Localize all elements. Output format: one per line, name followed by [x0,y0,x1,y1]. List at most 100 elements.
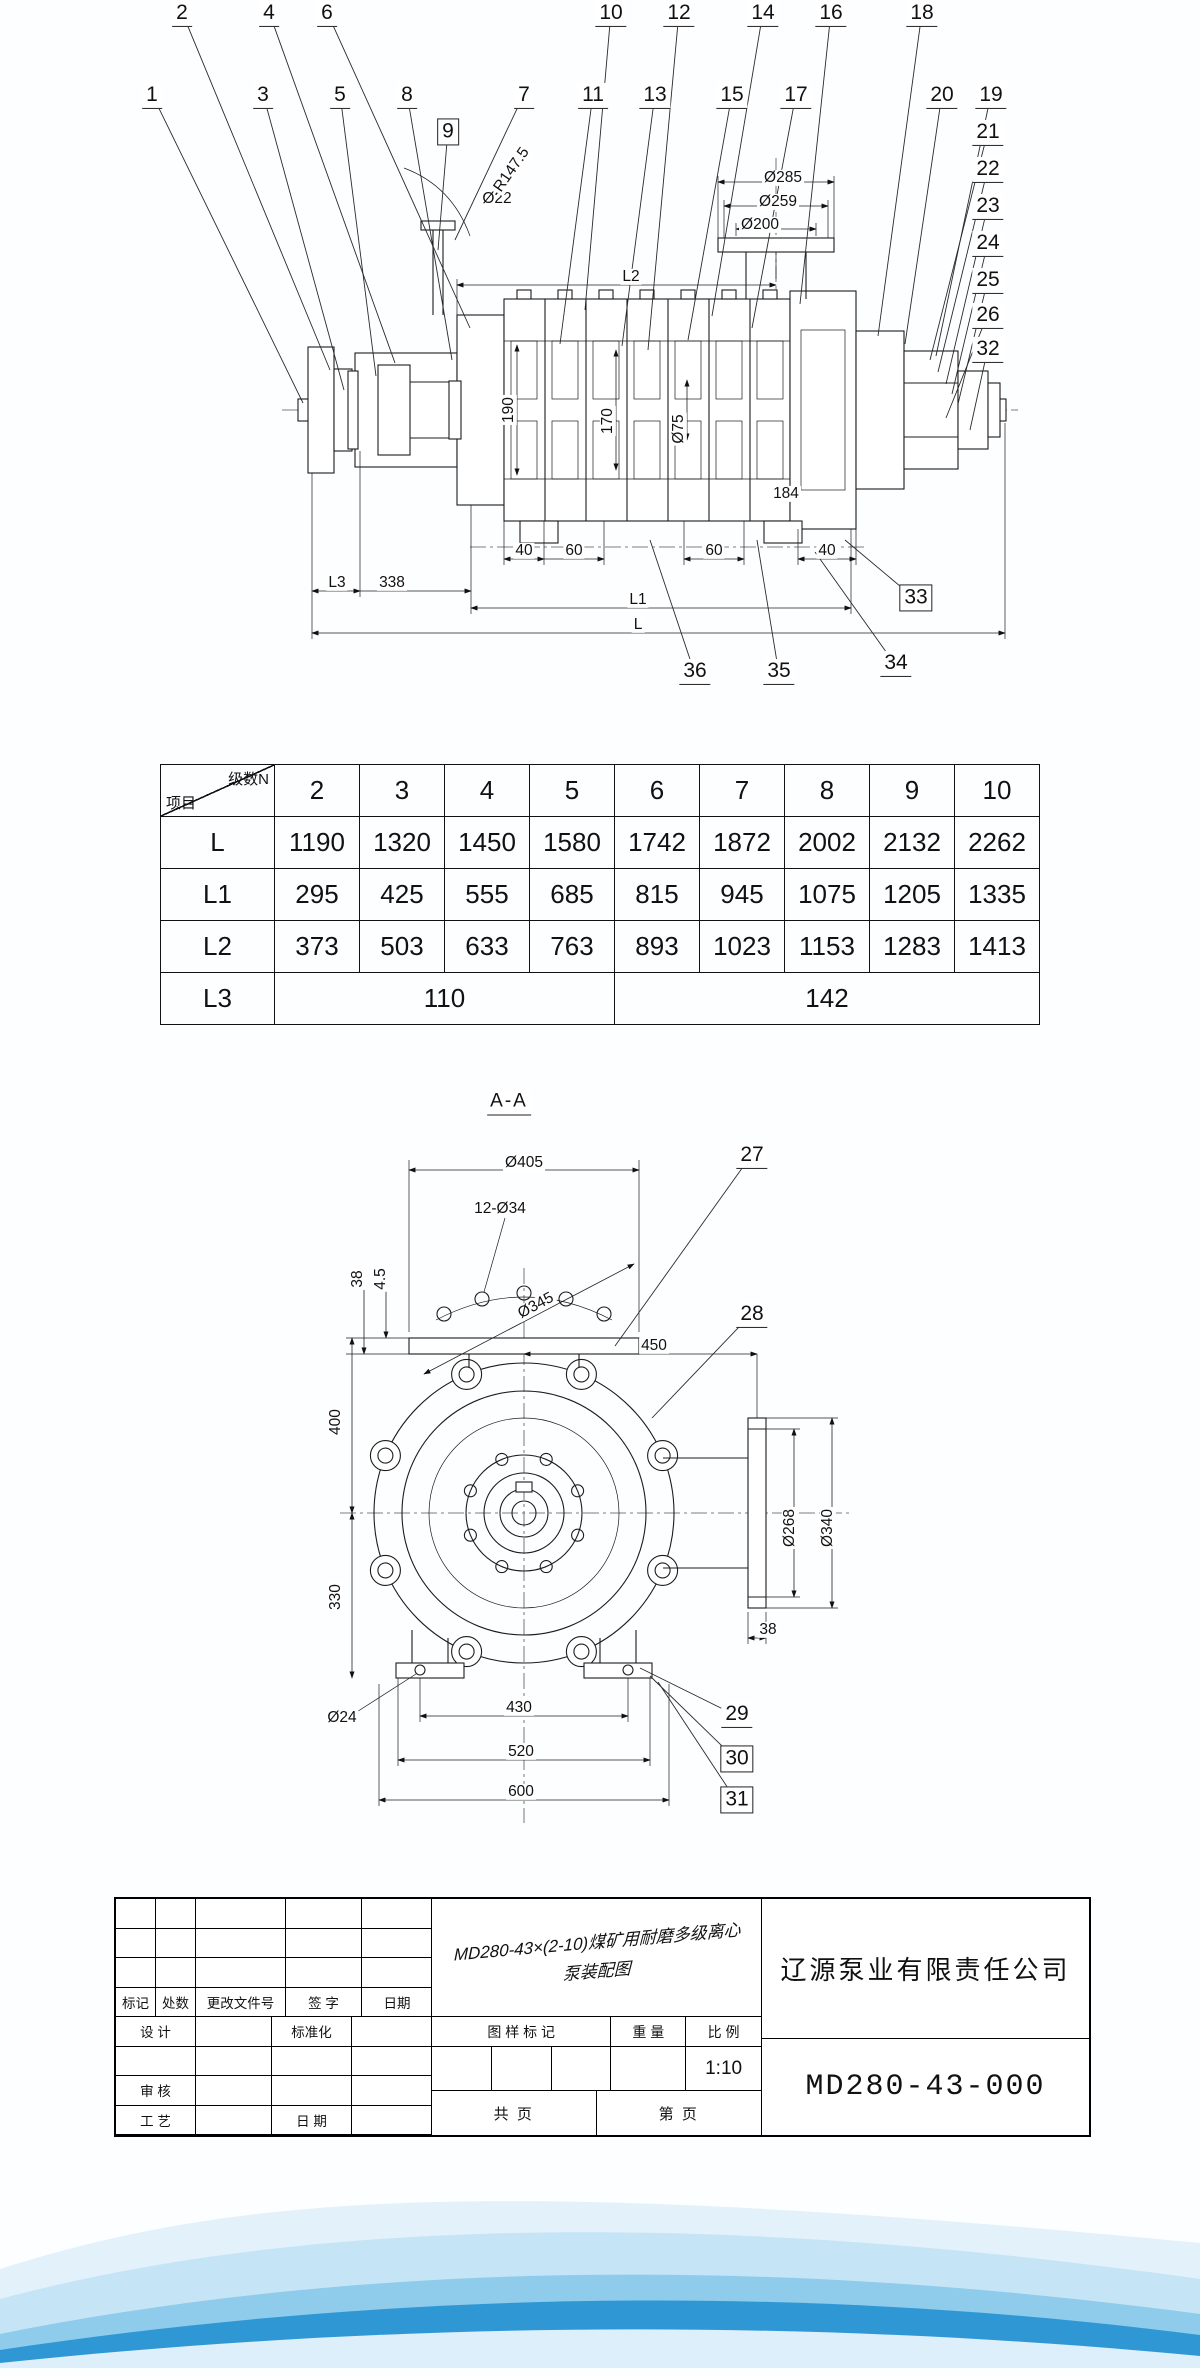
revision-grid: 标记 处数 更改文件号 签 字 日期 [116,1899,432,2017]
sheet-number: 第 页 [658,2105,699,2123]
weight-value [611,2047,687,2091]
grid-cell [352,2106,432,2135]
dim-label: 330 [326,1582,345,1612]
stage-col-header: 2 [274,764,360,817]
part-callout-33: 33 [899,584,933,612]
part-callout-6: 6 [317,0,337,28]
dim-label: L2 [620,267,642,286]
grid-cell [491,2047,552,2091]
stage-col-header: 10 [954,764,1040,817]
dim-label: 60 [563,541,585,560]
stamp-value-row: 1:10 [432,2047,761,2091]
dim-value: 373 [274,920,360,973]
dim-value: 1205 [869,868,955,921]
dim-label: 40 [513,541,535,560]
part-callout-24: 24 [972,230,1004,258]
row-label: L [160,816,275,869]
dim-value: 1872 [699,816,785,869]
l3-left-value: 110 [274,972,615,1025]
scale-value: 1:10 [686,2047,761,2091]
dim-label: 40 [816,541,838,560]
scale-header: 比 例 [686,2017,761,2047]
grid-cell [286,1958,362,1988]
dim-value: 2002 [784,816,870,869]
dim-value: 1335 [954,868,1040,921]
dim-value: 945 [699,868,785,921]
dim-label: Ø268 [780,1507,799,1549]
part-callout-9: 9 [437,118,459,146]
part-callout-27: 27 [736,1142,768,1170]
role-check: 审 核 [116,2076,196,2106]
grid-cell [362,1958,432,1988]
dim-label: L [631,615,645,634]
drawing-title: MD280-43×(2-10)煤矿用耐磨多级离心泵装配图 [453,1919,741,1984]
stage-col-header: 5 [529,764,615,817]
dim-value: 1153 [784,920,870,973]
dim-value: 763 [529,920,615,973]
pump-geometry-svg [282,158,1018,639]
grid-cell [196,2076,272,2106]
grid-cell [196,2046,272,2076]
l3-right-value: 142 [614,972,1040,1025]
grid-cell [116,1928,156,1958]
grid-cell [196,1899,286,1929]
part-callout-34: 34 [880,650,912,678]
part-callout-17: 17 [780,82,812,110]
dim-value: 425 [359,868,445,921]
sheet-row: 共 页 第 页 [432,2091,761,2135]
dim-value: 1075 [784,868,870,921]
part-callout-30: 30 [720,1745,754,1773]
grid-cell [352,2017,432,2047]
role-design: 设 计 [116,2017,196,2047]
part-callout-4: 4 [259,0,279,28]
dim-value: 1413 [954,920,1040,973]
dim-value: 555 [444,868,530,921]
part-callout-11: 11 [578,82,608,110]
part-callout-31: 31 [720,1786,754,1814]
grid-cell [116,1899,156,1929]
role-standardization: 标准化 [272,2017,352,2047]
dim-label: Ø200 [739,215,781,234]
grid-cell [272,2046,352,2076]
part-callout-20: 20 [926,82,958,110]
title-block-revision-area: 标记 处数 更改文件号 签 字 日期 设 计 标准化 审 核 工 艺 日 期 [116,1899,432,2135]
dim-value: 1580 [529,816,615,869]
stage-col-header: 6 [614,764,700,817]
dim-label: 190 [499,395,518,425]
dim-value: 2262 [954,816,1040,869]
dim-label: 600 [506,1782,536,1801]
weight-header: 重 量 [611,2017,687,2047]
dim-value: 503 [359,920,445,973]
grid-cell [286,1928,362,1958]
stage-col-header: 8 [784,764,870,817]
dim-label: 38 [757,1620,779,1639]
rev-header-signature: 签 字 [286,1987,362,2017]
sheet-total: 共 页 [432,2091,597,2135]
grid-cell [352,2076,432,2106]
row-label: L2 [160,920,275,973]
grid-cell [116,1958,156,1988]
part-callout-1: 1 [142,82,162,110]
part-callout-7: 7 [514,82,534,110]
part-callout-23: 23 [972,193,1004,221]
grid-cell [156,1928,196,1958]
rev-header-date: 日期 [362,1988,432,2017]
part-callout-16: 16 [815,0,847,28]
dim-label: 520 [506,1742,536,1761]
row-label: L1 [160,868,275,921]
table-row-l3: L3 110 142 [160,972,1040,1025]
dim-label: Ø340 [818,1507,837,1549]
dim-label: Ø285 [762,168,804,187]
part-callout-5: 5 [330,82,350,110]
stamp-header-row: 图 样 标 记 重 量 比 例 [432,2017,761,2047]
grid-cell [551,2047,612,2091]
stage-col-header: 9 [869,764,955,817]
part-callout-21: 21 [972,119,1004,147]
